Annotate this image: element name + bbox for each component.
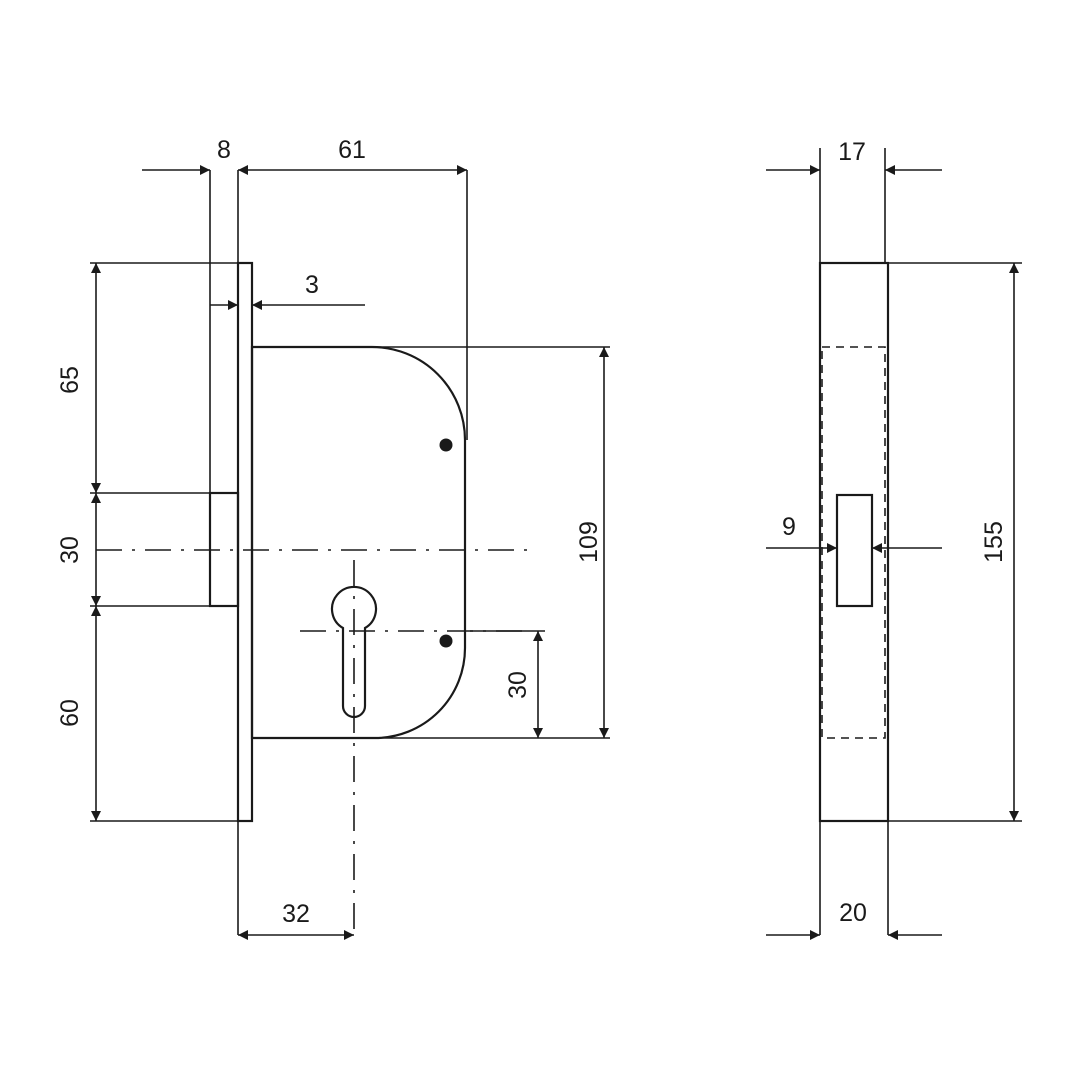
dim-backset-label: 61 [338,136,366,164]
dim-bolt-width-label: 9 [782,513,796,541]
front-view [96,261,535,935]
lock-case [250,345,467,740]
side-extension-lines [819,148,1022,935]
screw-upper [439,438,453,452]
side-faceplate [818,261,890,823]
dim-cylinder-to-bottom-label: 30 [504,671,532,699]
side-dimension-lines [766,165,1019,940]
dim-faceplate-thickness-label: 3 [305,271,319,299]
dim-case-height-label: 109 [575,521,603,563]
dim-bolt-height-label: 30 [56,536,84,564]
dim-faceplate-height-label: 155 [980,521,1008,563]
dim-faceplate-width-label: 20 [839,899,867,927]
screw-lower [439,634,453,648]
front-extension-lines [90,170,610,935]
side-bolt [835,493,874,608]
side-view [818,261,890,823]
dim-cylinder-backset-label: 32 [282,900,310,928]
faceplate [236,261,254,823]
dim-top-to-bolt-label: 65 [56,366,84,394]
side-hidden-case [821,346,886,739]
dim-case-depth-label: 17 [838,138,866,166]
dim-bottom-from-bolt-label: 60 [56,699,84,727]
dim-bolt-offset-label: 8 [217,136,231,164]
cylinder-keyhole [330,585,378,719]
front-dimension-lines [91,165,609,940]
